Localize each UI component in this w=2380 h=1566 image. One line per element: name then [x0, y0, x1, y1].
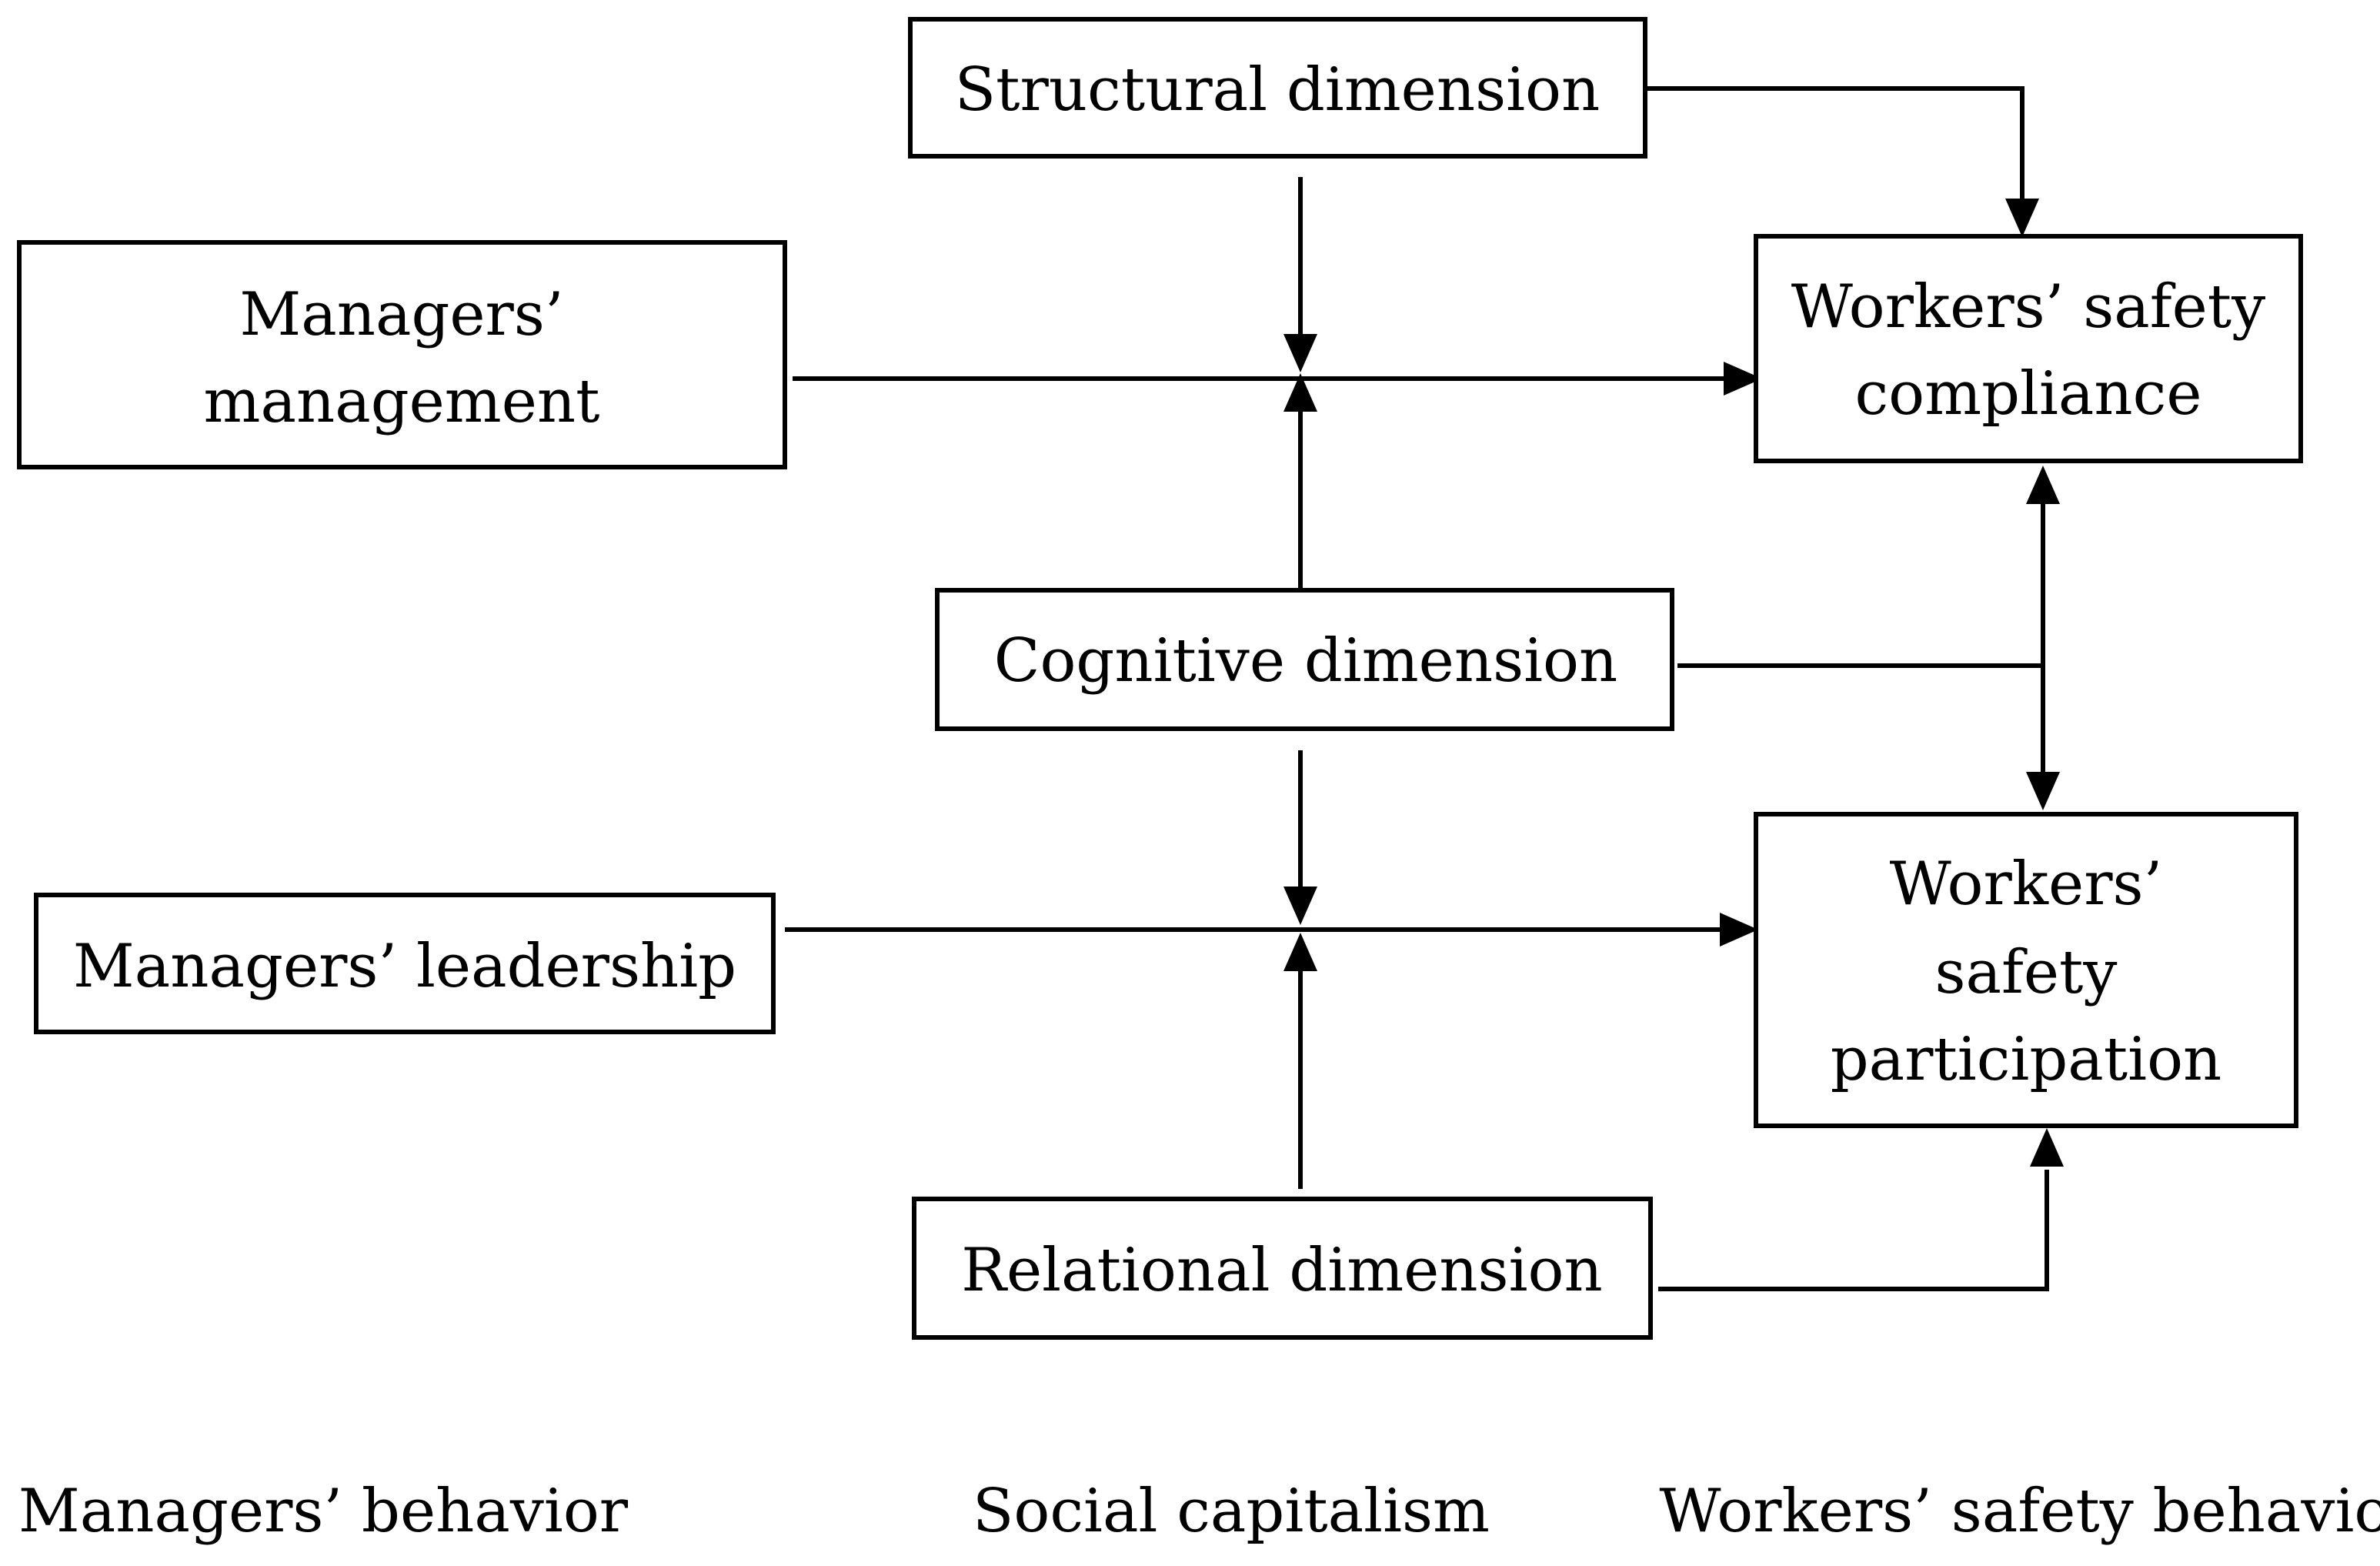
arrowhead-down-cognitive-lower	[1283, 887, 1317, 925]
arrowhead-down-structural-moderator	[1283, 334, 1317, 372]
column-label-workers-safety-behavior: Workers’ safety behavior	[1659, 1477, 2380, 1546]
box-structural-label: Structural dimension	[955, 55, 1601, 125]
box-workers-safety-compliance: Workers’ safety compliance	[1754, 234, 2303, 463]
box-cognitive-label: Cognitive dimension	[994, 626, 1617, 696]
box-structural-dimension: Structural dimension	[908, 17, 1647, 159]
arrowhead-down-participation	[2026, 772, 2060, 810]
column-label-managers-behavior: Managers’ behavior	[18, 1477, 629, 1546]
box-participation-label-line1: Workers’	[1890, 850, 2163, 919]
arrowhead-up-participation-bottom	[2030, 1128, 2064, 1167]
arrowhead-down-compliance	[2005, 199, 2039, 237]
arrowhead-right-compliance	[1724, 362, 1762, 396]
box-management-label-line2: management	[204, 367, 600, 436]
column-label-social-capitalism: Social capitalism	[973, 1477, 1490, 1546]
connector-relational-to-participation	[1658, 1170, 2049, 1291]
box-managers-management: Managers’ management	[17, 240, 787, 469]
box-management-label-line1: Managers’	[239, 280, 563, 349]
box-participation-label-line2: safety	[1935, 938, 2118, 1007]
box-compliance-label-line2: compliance	[1854, 359, 2201, 429]
arrowhead-up-compliance	[2026, 466, 2060, 504]
connectors	[785, 86, 2049, 1291]
box-managers-leadership: Managers’ leadership	[34, 893, 776, 1034]
box-participation-label-line3: participation	[1831, 1025, 2222, 1094]
box-workers-safety-participation: Workers’ safety participation	[1754, 812, 2298, 1128]
box-relational-dimension: Relational dimension	[912, 1197, 1653, 1340]
box-leadership-label: Managers’ leadership	[73, 932, 736, 1001]
arrowhead-up-cognitive-upper	[1283, 373, 1317, 412]
connector-structural-to-compliance	[1647, 86, 2025, 202]
column-labels: Managers’ behavior Social capitalism Wor…	[18, 1477, 2380, 1546]
box-relational-label: Relational dimension	[961, 1236, 1602, 1305]
arrowheads	[1283, 199, 2064, 1167]
arrowhead-right-participation	[1720, 913, 1758, 947]
arrowhead-up-relational	[1283, 933, 1317, 971]
box-compliance-label-line1: Workers’ safety	[1791, 272, 2265, 342]
box-cognitive-dimension: Cognitive dimension	[935, 588, 1674, 731]
